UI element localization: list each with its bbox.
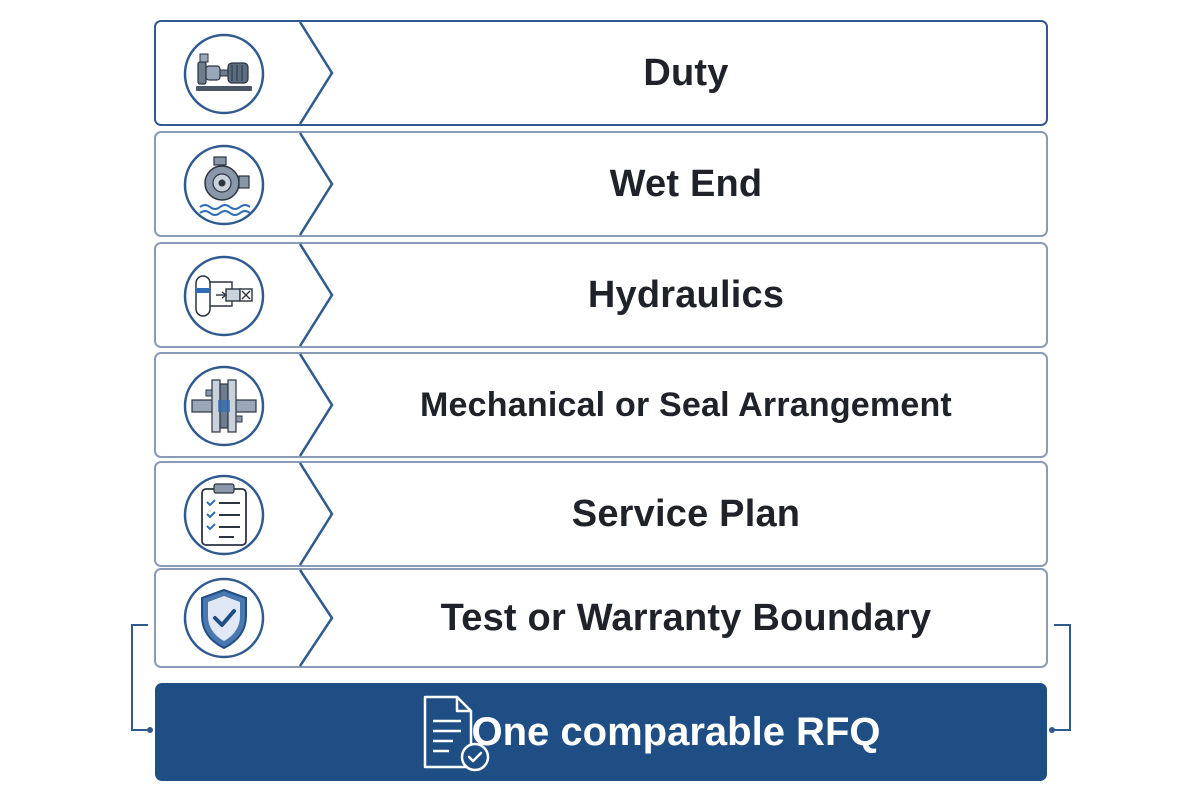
document-check-icon (413, 691, 497, 775)
step-service-plan: Service Plan (154, 461, 1048, 567)
step-label: Hydraulics (587, 273, 785, 316)
pump-casing-water-icon (182, 143, 266, 227)
step-hydraulics: Hydraulics (154, 242, 1048, 348)
step-label: Service Plan (571, 492, 801, 535)
shield-check-icon (182, 576, 266, 660)
step-label: Wet End (609, 162, 763, 205)
pump-motor-icon (182, 32, 266, 116)
result-label: One comparable RFQ (471, 709, 881, 754)
chevron-right-icon (298, 243, 334, 347)
step-label: Duty (643, 51, 729, 94)
step-label: Mechanical or Seal Arrangement (420, 385, 952, 424)
step-duty: Duty (154, 20, 1048, 126)
chevron-right-icon (298, 132, 334, 236)
step-label: Test or Warranty Boundary (440, 596, 932, 639)
step-test-warranty: Test or Warranty Boundary (154, 568, 1048, 668)
chevron-right-icon (298, 21, 334, 125)
shaft-seal-icon (182, 364, 266, 448)
clipboard-checklist-icon (182, 473, 266, 557)
result-rfq: One comparable RFQ (155, 683, 1047, 781)
chevron-right-icon (298, 353, 334, 457)
hydraulic-circuit-icon (182, 254, 266, 338)
step-wet-end: Wet End (154, 131, 1048, 237)
chevron-right-icon (298, 569, 334, 667)
step-mechanical-seal: Mechanical or Seal Arrangement (154, 352, 1048, 458)
chevron-right-icon (298, 462, 334, 566)
